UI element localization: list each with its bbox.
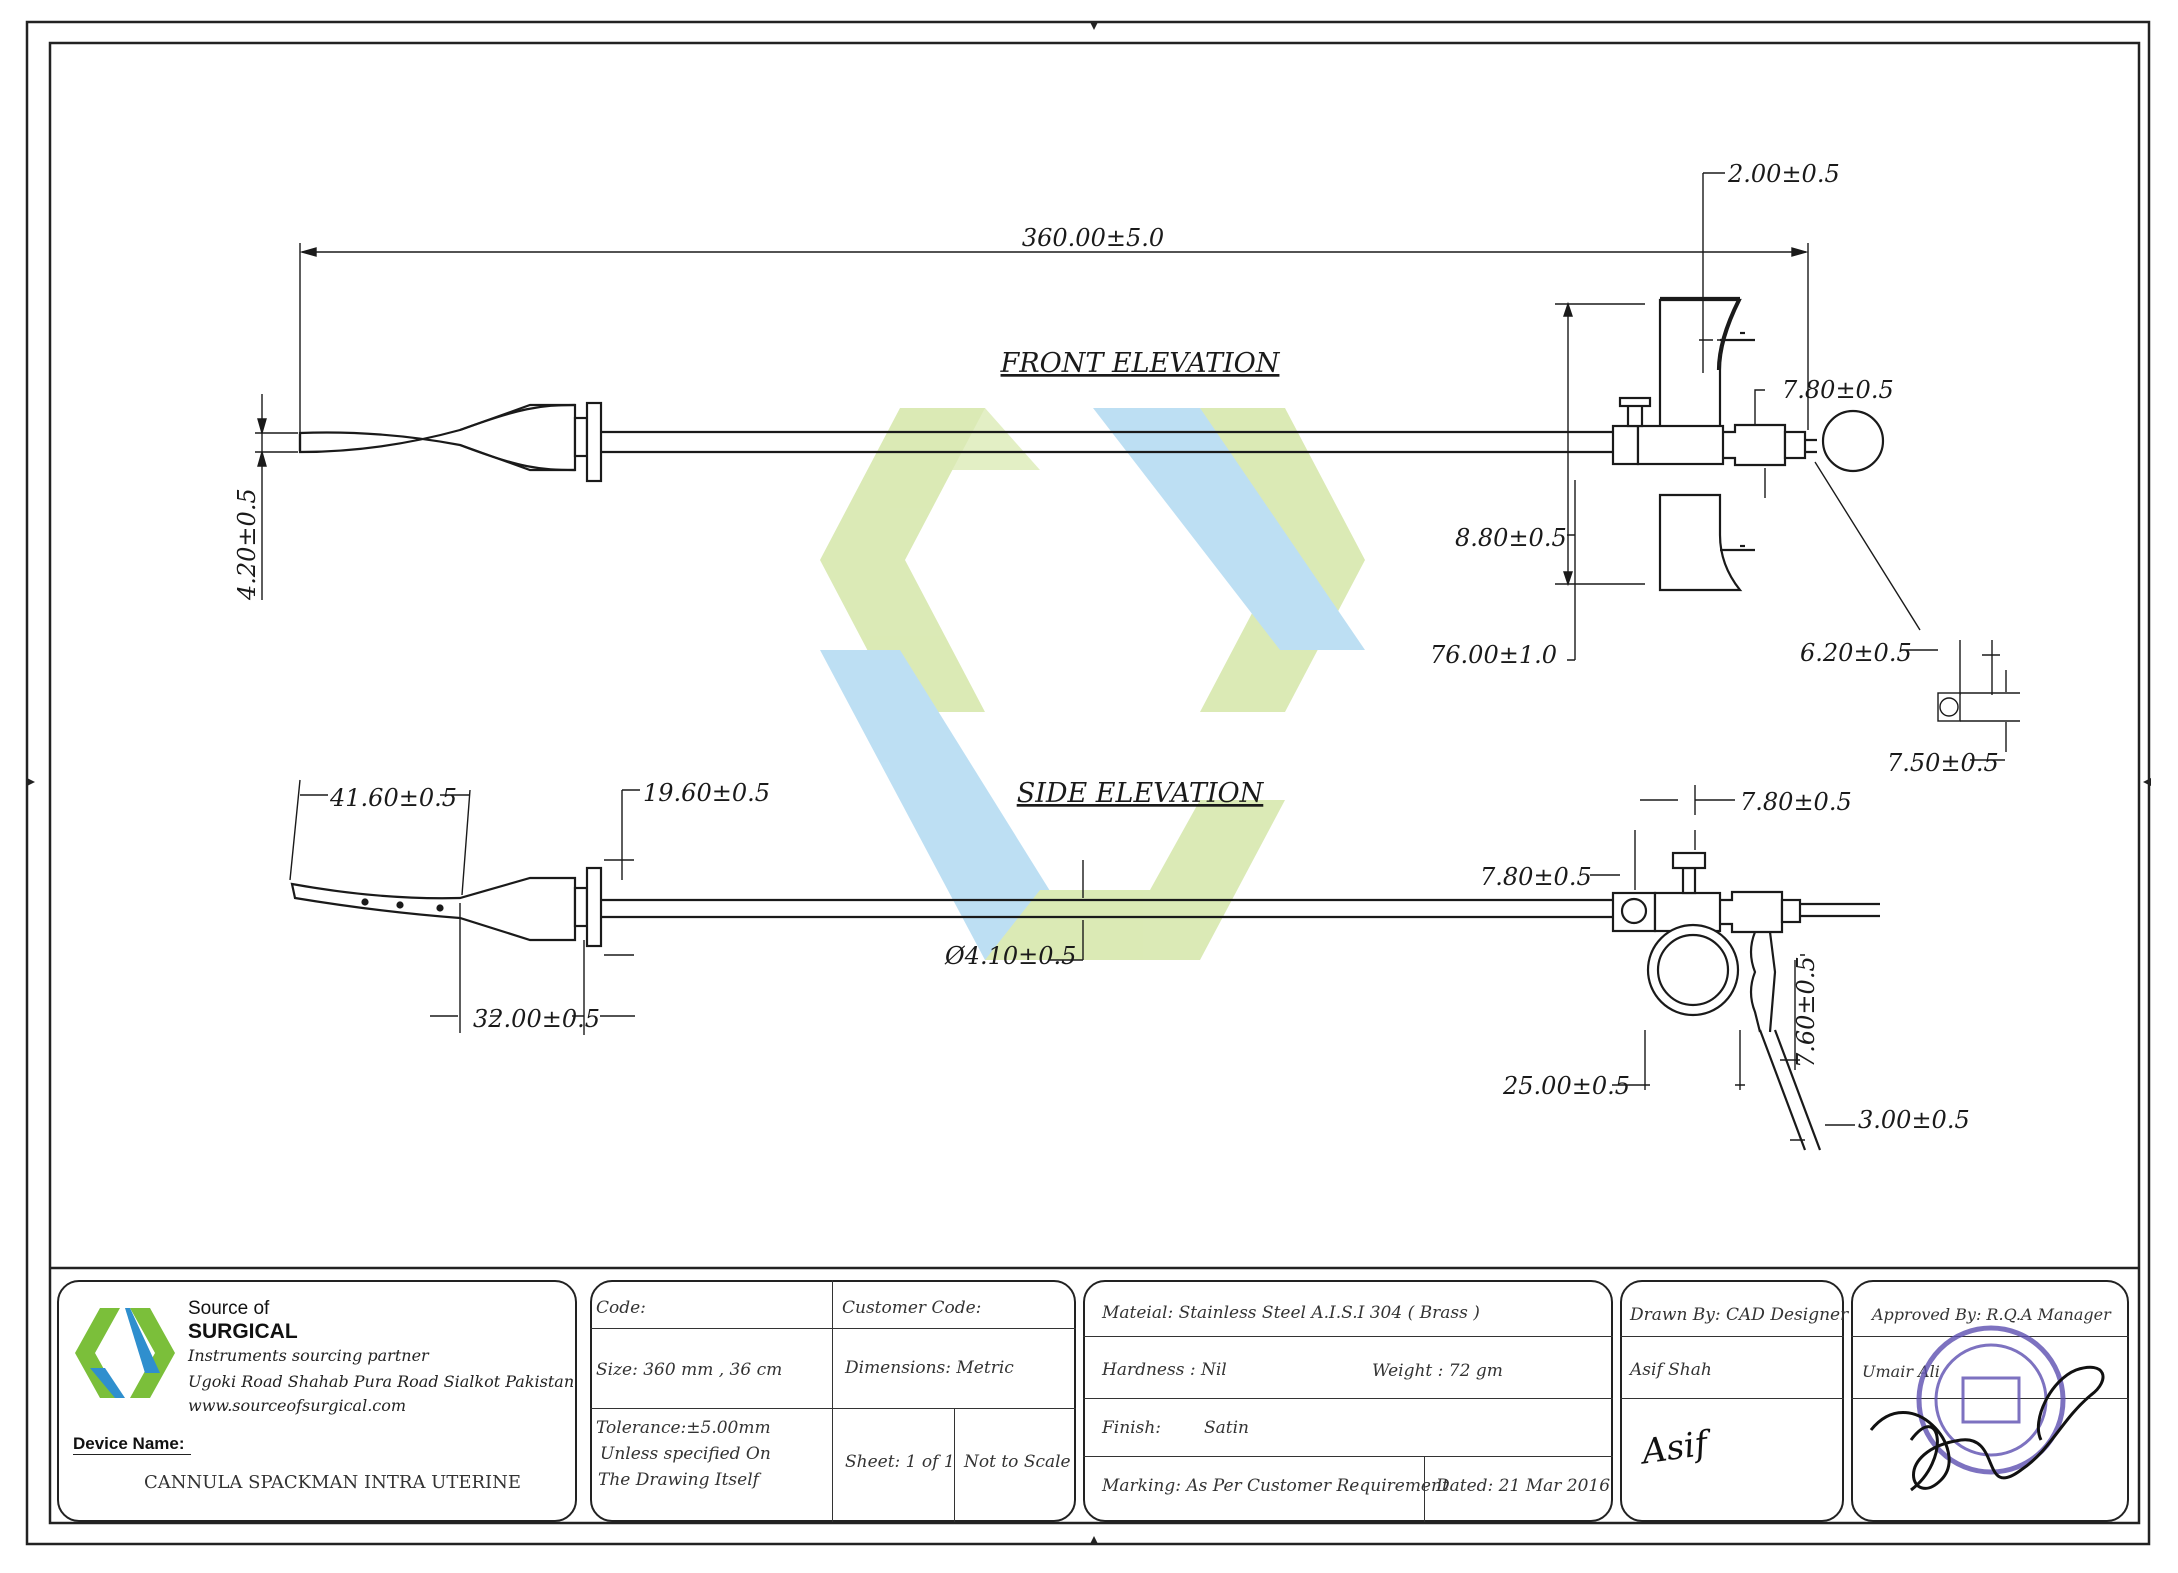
dim-ring: 25.00±0.5: [1502, 1072, 1630, 1100]
tolerance-line-3: The Drawing Itself: [598, 1470, 759, 1490]
drawn-box: [1620, 1280, 1844, 1522]
customer-code-label: Customer Code:: [842, 1298, 982, 1318]
scale-value: Not to Scale: [964, 1452, 1071, 1472]
dim-tip-length: 41.60±0.5: [329, 784, 457, 812]
dimensions-value: Dimensions: Metric: [845, 1358, 1014, 1378]
size-value: Size: 360 mm , 36 cm: [596, 1360, 783, 1380]
dim-cone-length: 32.00±0.5: [473, 1005, 600, 1033]
dim-lever: 7.60±0.5: [1792, 956, 1820, 1068]
dim-block: 7.80±0.5: [1480, 863, 1592, 891]
dim-plate-height: 76.00±1.0: [1430, 641, 1557, 669]
spec-box: [590, 1280, 1076, 1522]
side-dimension-lines: [289, 779, 1855, 1141]
inner-border: [48, 41, 2141, 1525]
marking-value: Marking: As Per Customer Requirement: [1102, 1476, 1449, 1496]
dim-end-fitting: 7.80±0.5: [1782, 376, 1894, 404]
dated-value: Dated: 21 Mar 2016: [1436, 1476, 1611, 1496]
designer-name: Asif Shah: [1630, 1360, 1712, 1380]
side-elevation-title: SIDE ELEVATION: [1017, 778, 1265, 809]
material-box: [1083, 1280, 1613, 1522]
material-value: Mateial: Stainless Steel A.I.S.I 304 ( B…: [1102, 1303, 1480, 1323]
tolerance-line-2: Unless specified On: [600, 1444, 771, 1464]
company-name-2: SURGICAL: [188, 1320, 298, 1343]
approval-stamp-signature: [1869, 1325, 2105, 1492]
dim-ring-outer: 7.50±0.5: [1887, 749, 1999, 777]
dim-collar: 8.80±0.5: [1455, 524, 1567, 552]
front-elevation-title: FRONT ELEVATION: [1000, 348, 1281, 379]
dim-lever-thk: 3.00±0.5: [1858, 1106, 1970, 1134]
weight-value: Weight : 72 gm: [1372, 1361, 1503, 1381]
dim-flange-dia: 19.60±0.5: [643, 779, 770, 807]
manager-name: Umair Ali: [1862, 1362, 1940, 1381]
tolerance-line-1: Tolerance:±5.00mm: [596, 1418, 771, 1438]
dim-overall-length: 360.00±5.0: [1022, 224, 1164, 252]
company-address: Ugoki Road Shahab Pura Road Sialkot Paki…: [188, 1372, 575, 1391]
sheet-value: Sheet: 1 of 1: [845, 1452, 955, 1472]
device-name-label: Device Name:: [73, 1434, 191, 1455]
company-logo: [75, 1308, 175, 1398]
dim-ring-wire: 6.20±0.5: [1800, 639, 1912, 667]
front-dimension-lines: [255, 172, 2020, 761]
device-name: CANNULA SPACKMAN INTRA UTERINE: [144, 1472, 522, 1493]
finish-label: Finish:: [1102, 1418, 1162, 1438]
side-elevation: [290, 851, 1880, 1151]
dim-thumbscrew: 7.80±0.5: [1740, 788, 1852, 816]
company-box: [57, 1280, 577, 1522]
company-website: www.sourceofsurgical.com: [188, 1396, 407, 1415]
drawn-by-label: Drawn By: CAD Designer: [1630, 1305, 1849, 1325]
approved-by-label: Approved By: R.Q.A Manager: [1872, 1305, 2111, 1324]
dim-shaft-dia: Ø4.10±0.5: [944, 942, 1076, 970]
watermark-logo: [820, 408, 1365, 960]
hardness-value: Hardness : Nil: [1102, 1360, 1227, 1380]
dim-plate-thickness: 2.00±0.5: [1727, 160, 1840, 188]
front-elevation: [298, 296, 1885, 592]
company-tagline: Instruments sourcing partner: [188, 1346, 429, 1365]
code-label: Code:: [596, 1298, 646, 1318]
dim-tip-dia: 4.20±0.5: [233, 488, 261, 601]
company-name-1: Source of: [188, 1298, 270, 1319]
approved-box: [1851, 1280, 2129, 1522]
finish-value: Satin: [1204, 1418, 1249, 1438]
